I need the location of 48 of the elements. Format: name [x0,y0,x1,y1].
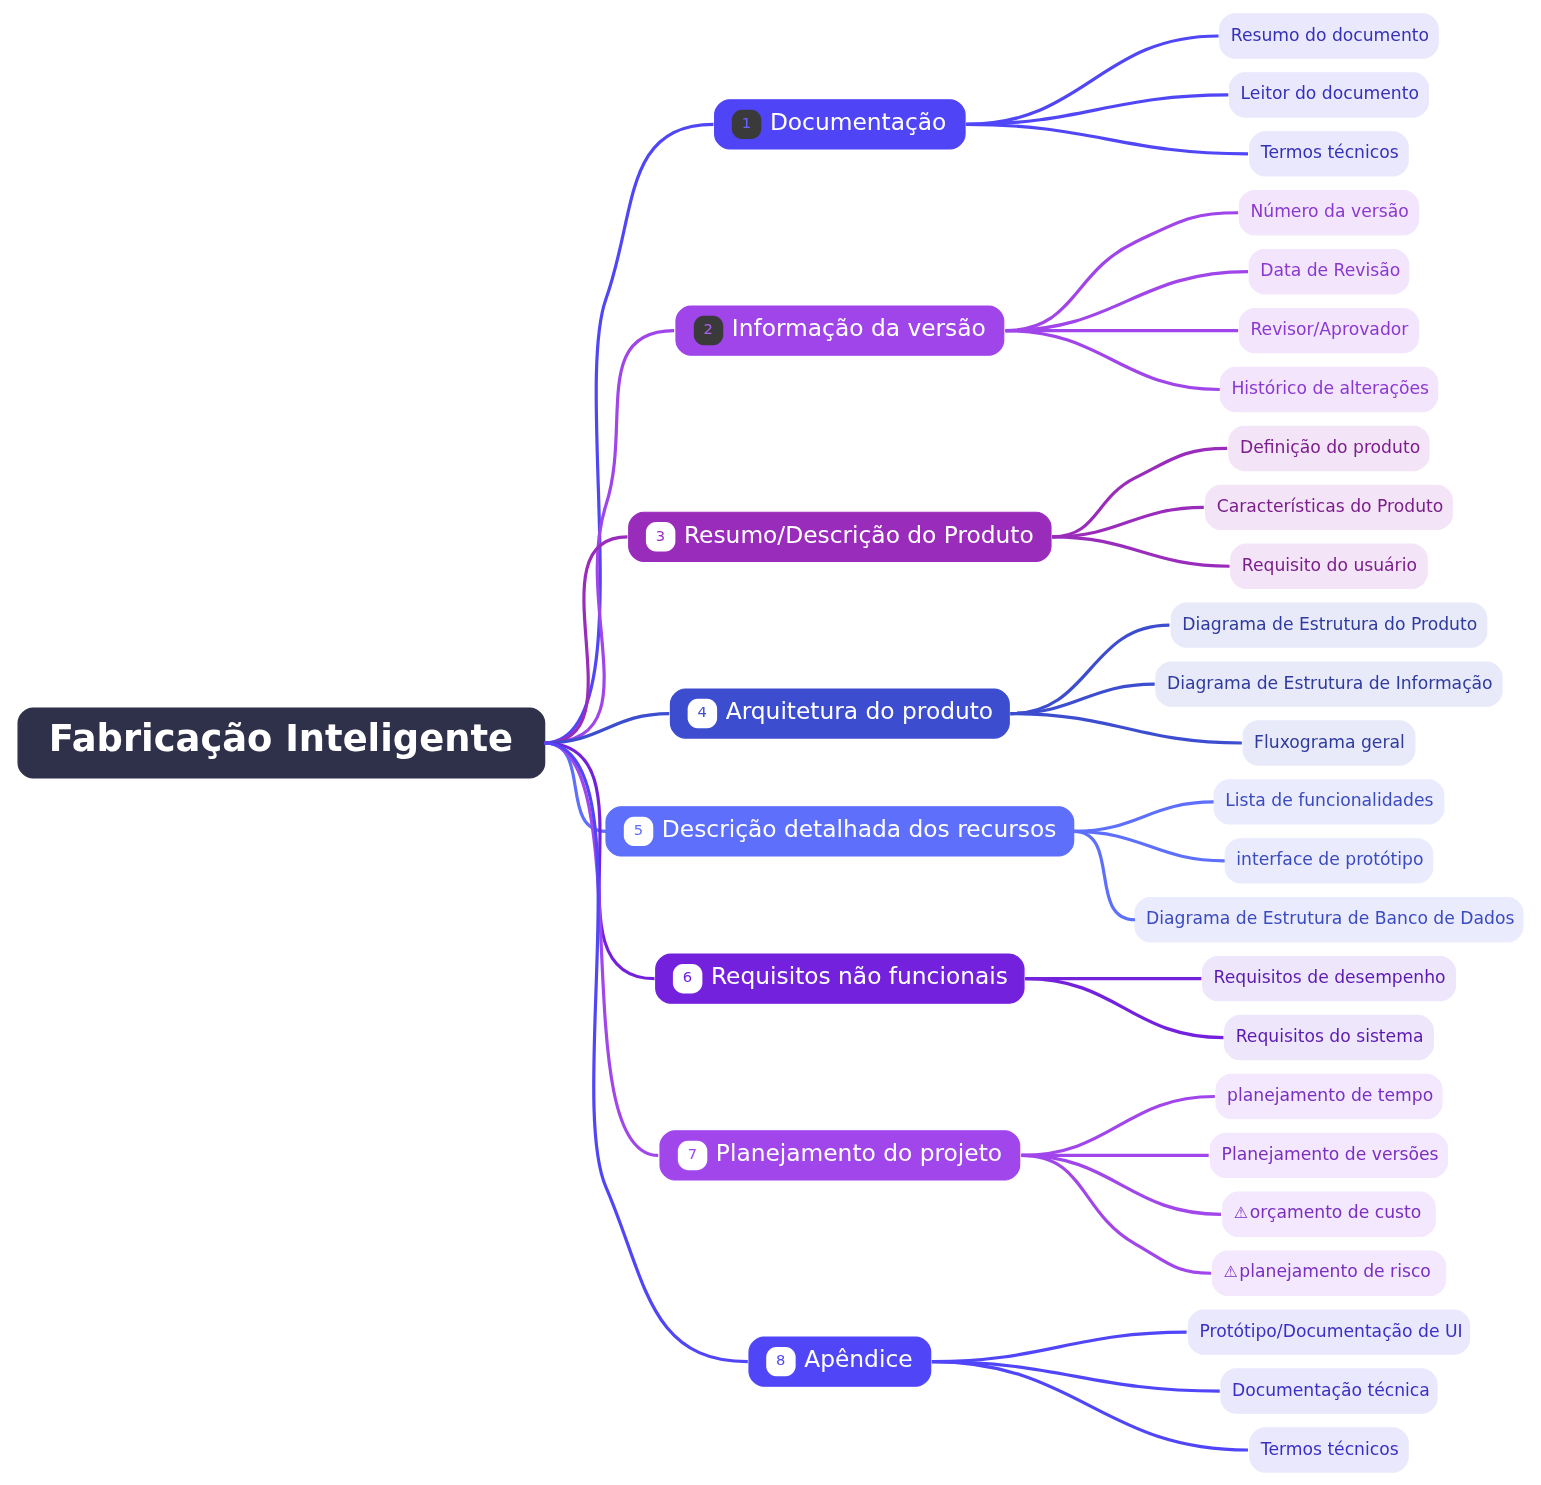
connector [544,740,655,980]
node-box: 6 Requisitos não funcionais [655,953,1025,1004]
node-box: 5 Descrição detalhada dos recursos [605,805,1075,857]
node-box: Número da versão [1238,189,1420,235]
connector [1021,1153,1212,1275]
node-box: Protótipo/Documentação de UI [1187,1308,1471,1355]
node-box: ⚠orçamento de custo [1222,1191,1436,1237]
connector [544,328,675,745]
node-box: Definição do produto [1228,425,1430,471]
node-box: 3 Resumo/Descrição do Produto [628,511,1052,562]
node-box: Documentação técnica [1220,1367,1438,1414]
node-box: Termos técnicos [1249,130,1409,177]
node-box: Data de Revisão [1248,248,1410,294]
connector [544,741,659,1157]
connector [544,741,748,1363]
node-box: Lista de funcionalidades [1213,778,1445,825]
node-box: Diagrama de Estrutura do Produto [1170,601,1488,648]
node-box: Diagrama de Estrutura de Banco de Dados [1134,896,1524,942]
connector [1005,328,1220,391]
node-box: Planejamento de versões [1209,1132,1449,1178]
node-box: planejamento de tempo [1215,1073,1443,1119]
connector [966,122,1248,155]
node-box: Requisitos de desempenho [1201,955,1456,1001]
node-box: Requisitos do sistema [1224,1014,1434,1060]
connector [544,711,670,745]
node-box: ⚠planejamento de risco [1211,1250,1447,1296]
node-box: Características do Produto [1205,484,1453,530]
node-box: Leitor do documento [1228,71,1429,118]
node-box: Revisor/Aprovador [1238,307,1420,353]
node-box: Fabricação Inteligente [17,706,546,779]
node-box: Resumo do documento [1219,12,1439,59]
connector [1052,534,1230,568]
node-box: 2 Informação da versão [675,304,1005,356]
node-box: Termos técnicos [1249,1426,1409,1473]
node-box: 4 Arquitetura do produto [669,687,1010,739]
node-box: 1 Documentação [714,98,966,150]
node-box: Diagrama de Estrutura de Informação [1155,660,1503,707]
node-box: 8 Apêndice [748,1335,932,1387]
node-box: 7 Planejamento do projeto [659,1129,1021,1181]
connector [1010,711,1242,745]
node-box: interface de protótipo [1224,837,1434,884]
node-box: Requisito do usuário [1230,543,1428,589]
node-box: Histórico de alterações [1219,366,1439,412]
connector [1025,976,1224,1039]
connector [1073,829,1136,921]
connector [931,1359,1249,1452]
node-box: Fluxograma geral [1242,719,1416,766]
connector [544,122,714,744]
